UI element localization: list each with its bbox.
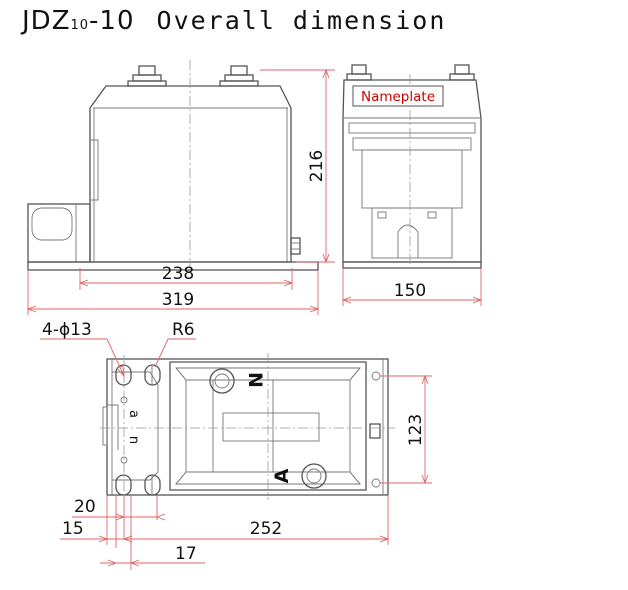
mount-slot-tr [144, 364, 161, 386]
bottom-body-outline [169, 361, 367, 491]
terminal-n-primary-bolt [209, 368, 235, 394]
nameplate-panel [352, 85, 444, 107]
bottom-grounding-stud [369, 423, 381, 439]
dim-height-216: 216 [307, 150, 327, 182]
front-body-outline [89, 85, 292, 263]
front-base-plate [27, 261, 319, 271]
dim-offset-17: 17 [175, 544, 197, 564]
front-terminal-left [127, 65, 167, 87]
mount-slot-bl [115, 474, 132, 496]
nameplate-label: Nameplate [361, 89, 435, 105]
front-terminal-right [219, 65, 259, 87]
dim-offset-20: 20 [74, 497, 96, 517]
terminal-n-secondary: n [126, 436, 141, 444]
terminal-n-label: N [244, 372, 266, 388]
dim-base-238: 238 [162, 264, 194, 284]
dim-total-319: 319 [162, 290, 194, 310]
dim-mount-123: 123 [406, 414, 426, 446]
terminal-a-secondary: a [126, 410, 141, 418]
front-view: 216 238 319 [26, 60, 335, 315]
side-terminal-left [346, 64, 372, 81]
dim-offset-15: 15 [62, 519, 84, 539]
dim-hole-spec: 4-ϕ13 [42, 320, 92, 340]
model-name: JDZ [22, 6, 71, 36]
secondary-terminal-box [27, 203, 91, 263]
side-body-outline [342, 79, 482, 263]
mount-slot-tl [115, 364, 132, 386]
grounding-stud [290, 237, 301, 255]
dim-slot-radius: R6 [172, 320, 195, 340]
terminal-a-primary-bolt [301, 463, 327, 489]
model-suffix: -10 [89, 6, 135, 36]
terminal-a-label: A [271, 468, 293, 483]
model-subscript: 10 [70, 18, 90, 33]
side-terminal-right [449, 64, 475, 81]
side-base-plate [342, 261, 482, 269]
dim-bottom-252: 252 [250, 519, 282, 539]
mount-slot-br [144, 474, 161, 496]
bottom-view: a n N A 123 4-ϕ13 [40, 320, 432, 570]
title-description: Overall dimension [156, 6, 447, 35]
side-view: Nameplate 150 [341, 64, 483, 306]
drawing-title: JDZ10-10 Overall dimension [22, 6, 446, 36]
dim-width-150: 150 [394, 281, 426, 301]
